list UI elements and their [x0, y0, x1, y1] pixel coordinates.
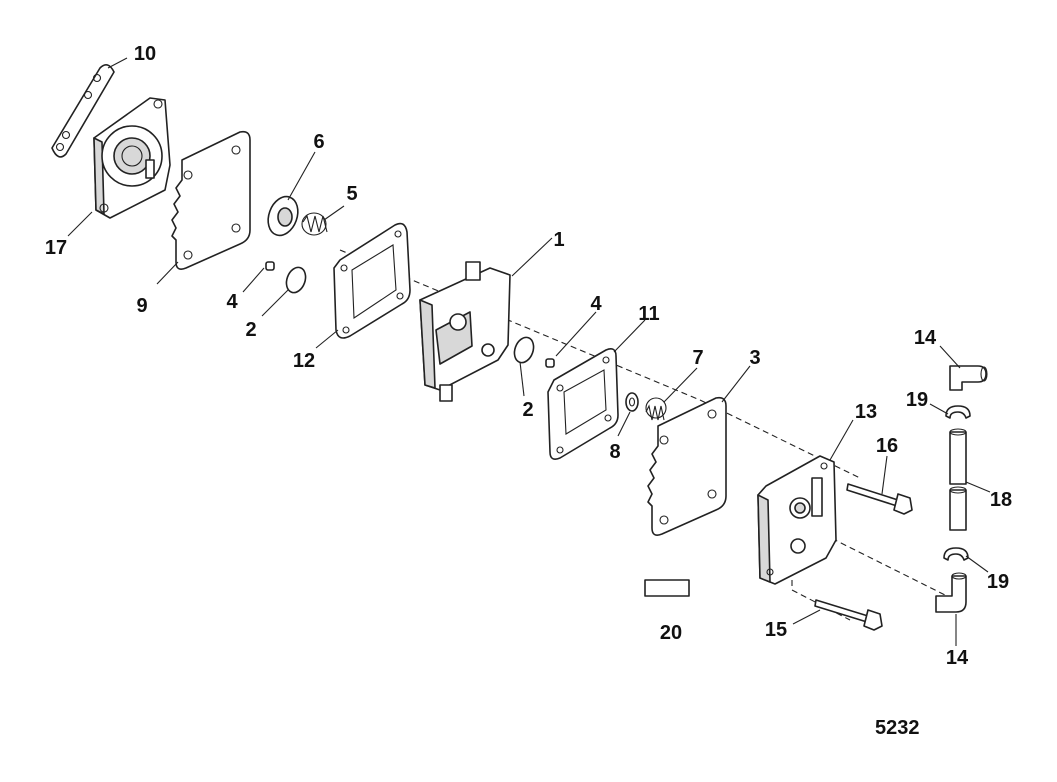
callout-5: 5 — [346, 183, 357, 205]
callout-labels: 10 17 9 6 5 4 2 12 1 2 4 11 7 3 8 13 16 … — [45, 43, 1012, 669]
part-16-bolt — [846, 483, 913, 515]
part-8-washer — [625, 392, 639, 412]
callout-14-top: 14 — [914, 327, 937, 349]
part-18-hose — [949, 428, 967, 531]
callout-20: 20 — [660, 622, 682, 644]
callout-3: 3 — [749, 347, 760, 369]
part-9-diaphragm-sheet — [171, 130, 251, 270]
callout-18: 18 — [990, 489, 1012, 511]
part-19-clamp-top — [945, 405, 971, 419]
callout-19-top: 19 — [906, 389, 928, 411]
callout-15: 15 — [765, 619, 787, 641]
callout-10: 10 — [134, 43, 156, 65]
callout-2-right: 2 — [522, 399, 533, 421]
part-10-strap-plate — [51, 64, 115, 158]
callout-7: 7 — [692, 347, 703, 369]
callout-4-left: 4 — [226, 291, 238, 313]
part-20-decal — [644, 579, 690, 597]
callout-17: 17 — [45, 237, 67, 259]
callout-1: 1 — [553, 229, 564, 251]
part-6-check-valve — [267, 195, 299, 237]
part-14-elbow-bottom — [935, 572, 967, 613]
part-4-screw-left — [265, 261, 275, 271]
part-15-bolt — [814, 599, 883, 631]
part-14-elbow-top — [949, 365, 988, 391]
part-1-pump-body — [419, 261, 511, 402]
part-17-end-cover — [93, 97, 171, 219]
callout-19-bottom: 19 — [987, 571, 1009, 593]
part-12-gasket — [333, 222, 411, 339]
part-13-pump-cover — [757, 455, 837, 585]
part-2-disc-right — [513, 336, 535, 364]
callout-8: 8 — [609, 441, 620, 463]
callout-9: 9 — [136, 295, 147, 317]
part-3-diaphragm-sheet — [647, 396, 727, 536]
callout-13: 13 — [855, 401, 877, 423]
part-5-spring — [301, 212, 328, 236]
part-11-gasket — [547, 348, 619, 460]
callout-2-left: 2 — [245, 319, 256, 341]
callout-12: 12 — [293, 350, 315, 372]
part-2-disc-left — [285, 266, 307, 294]
callout-11: 11 — [638, 303, 659, 325]
leader-lines — [67, 57, 991, 646]
part-19-clamp-bottom — [943, 547, 969, 561]
part-7-spring — [645, 397, 667, 421]
figure-number: 5232 — [875, 717, 920, 739]
callout-16: 16 — [876, 435, 898, 457]
callout-14-bottom: 14 — [946, 647, 969, 669]
part-4-screw-right — [545, 358, 555, 368]
callout-6: 6 — [313, 131, 324, 153]
callout-4-right: 4 — [590, 293, 602, 315]
